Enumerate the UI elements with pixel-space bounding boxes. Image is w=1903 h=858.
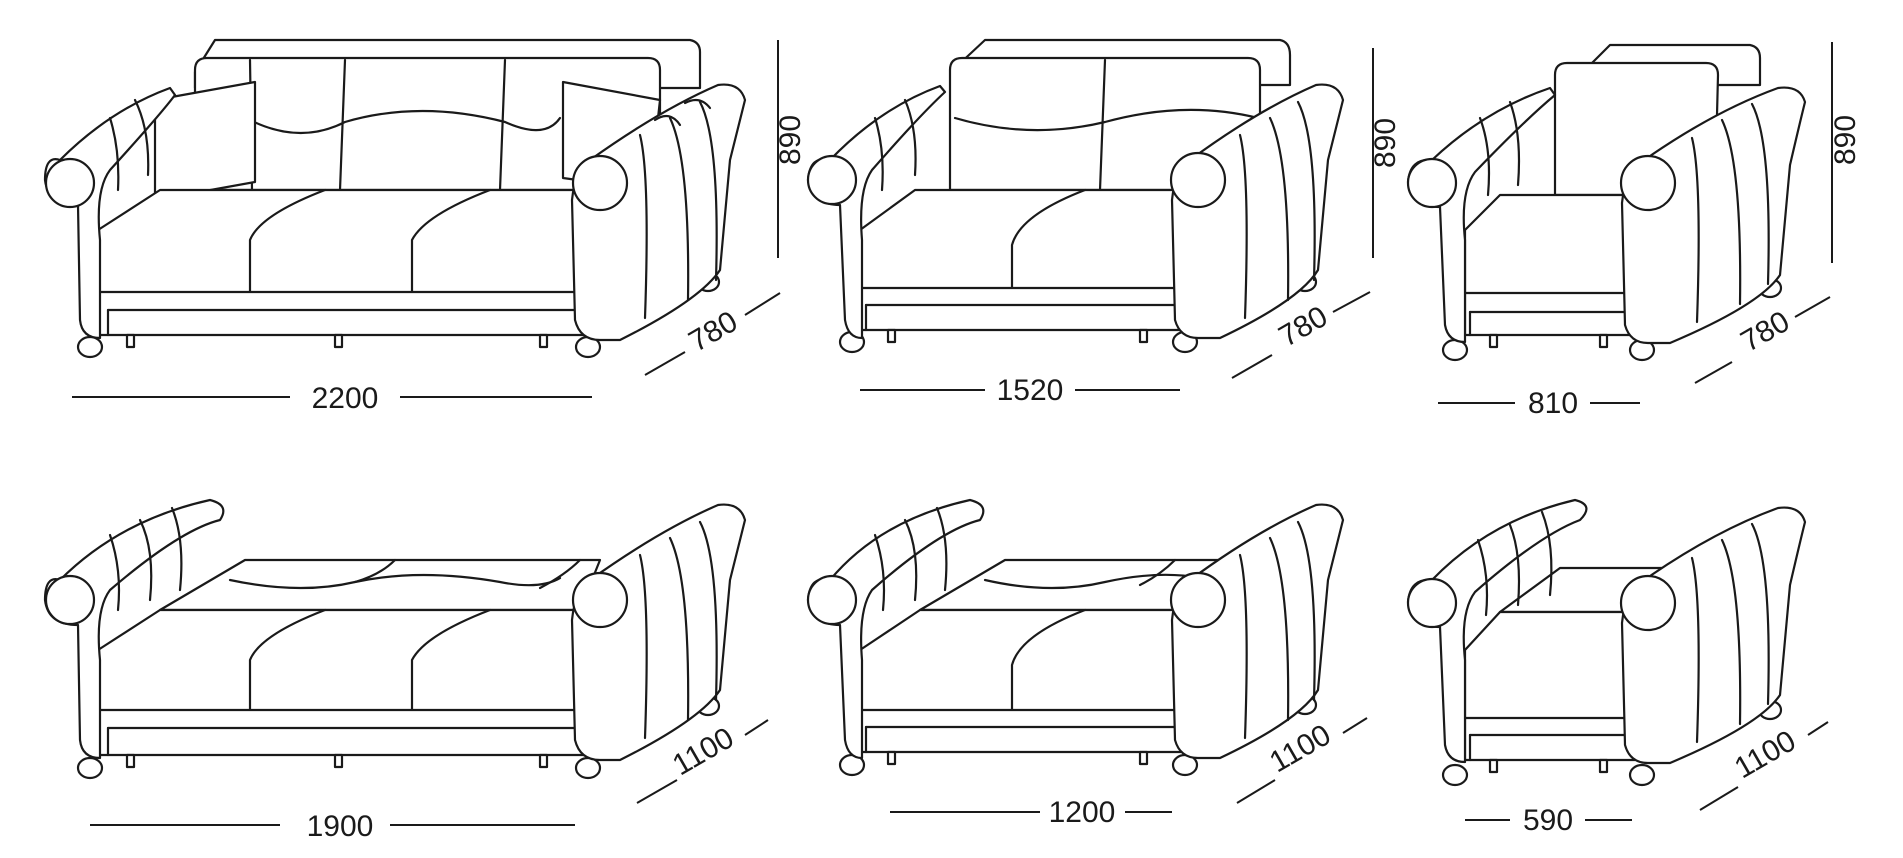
armchair-seated-drawing <box>1406 43 1807 362</box>
sofa-seated-dimensions: 2200 890 780 <box>72 40 807 415</box>
armchair-seated-height-label: 890 <box>1829 115 1862 165</box>
sofa-seated-drawing <box>43 38 747 359</box>
loveseat-seated-drawing <box>806 38 1345 354</box>
loveseat-bed-width-label: 1200 <box>1049 796 1116 829</box>
armchair-bed-depth-label: 1100 <box>1729 724 1801 785</box>
sofa-bed-width-label: 1900 <box>307 810 374 843</box>
sofa-bed-drawing <box>43 498 747 780</box>
sofa-seated-height-label: 890 <box>774 115 807 165</box>
sofa-seated-depth-label: 780 <box>683 305 743 359</box>
sofa-seated-width-label: 2200 <box>312 382 379 415</box>
loveseat-seated-height-label: 890 <box>1369 118 1402 168</box>
loveseat-seated-width-label: 1520 <box>997 374 1064 407</box>
sofa-bed-depth-label: 1100 <box>667 721 739 782</box>
armchair-bed-drawing <box>1406 498 1807 787</box>
armchair-bed-width-label: 590 <box>1523 804 1573 837</box>
loveseat-seated-depth-label: 780 <box>1273 300 1333 354</box>
armchair-seated-width-label: 810 <box>1528 387 1578 420</box>
armchair-seated-depth-label: 780 <box>1735 305 1795 359</box>
loveseat-bed-drawing <box>806 498 1345 777</box>
